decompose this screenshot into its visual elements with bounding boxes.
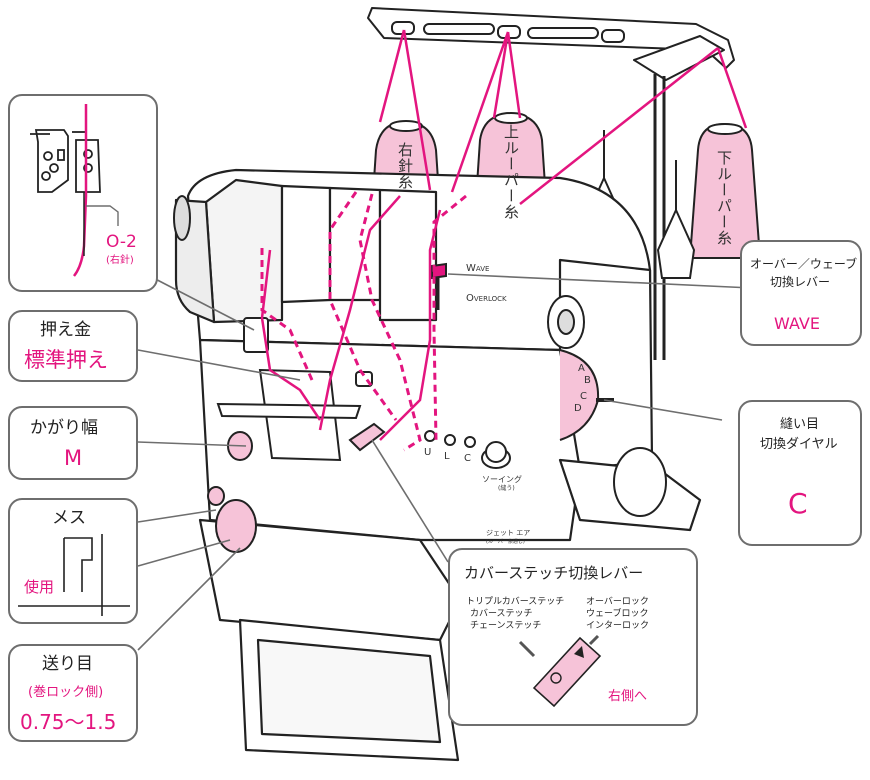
overlock-wave-title-1: オーバー／ウェーブ bbox=[750, 257, 858, 271]
stitch-width-title: かがり幅 bbox=[30, 418, 98, 438]
stitch-width-callout: かがり幅 M bbox=[8, 406, 138, 480]
needle-callout: O-2 (右針) bbox=[8, 94, 158, 292]
cover-stitch-right-2: ウェーブロック bbox=[586, 609, 649, 619]
knife-diagram bbox=[18, 534, 130, 616]
presser-foot-callout: 押え金 標準押え bbox=[8, 310, 138, 382]
spool-label-right-needle: 右針糸 bbox=[396, 142, 414, 190]
dial-label-b: B bbox=[584, 375, 591, 386]
cover-stitch-title: カバーステッチ切換レバー bbox=[464, 564, 644, 582]
dial-label-d: D bbox=[574, 403, 582, 414]
guide-label-l: L bbox=[444, 451, 450, 462]
cover-stitch-lever-diagram bbox=[518, 634, 602, 708]
feed-value: 0.75〜1.5 bbox=[20, 710, 117, 734]
presser-foot-value: 標準押え bbox=[24, 348, 108, 372]
jet-air-label: ジェット エア bbox=[486, 529, 531, 537]
cover-stitch-left-2: カバーステッチ bbox=[470, 609, 533, 619]
feed-sub: (巻ロック側) bbox=[28, 685, 104, 700]
guide-label-u: U bbox=[424, 447, 432, 458]
feed-title: 送り目 bbox=[42, 654, 93, 674]
leader-lines bbox=[137, 269, 753, 651]
overlock-label: Overlock bbox=[466, 293, 507, 304]
overlock-wave-title-2: 切換レバー bbox=[770, 275, 831, 289]
thread-dashed-paths bbox=[260, 191, 467, 452]
needle-position: (右針) bbox=[106, 255, 134, 266]
wave-label: Wave bbox=[466, 263, 490, 274]
stitch-width-value: M bbox=[64, 446, 83, 470]
stitch-selector-value: C bbox=[788, 487, 808, 520]
sewing-position-label: ソーイング bbox=[482, 475, 522, 484]
knife-callout: メス 使用 bbox=[8, 498, 138, 624]
knife-value: 使用 bbox=[24, 578, 55, 596]
stitch-selector-title-2: 切換ダイヤル bbox=[760, 437, 838, 452]
thread-stand bbox=[367, 7, 735, 360]
dial-label-a: A bbox=[578, 363, 585, 374]
dial-label-c: C bbox=[580, 391, 587, 402]
needle-id: O-2 bbox=[106, 232, 137, 252]
thread-guide-circles bbox=[424, 430, 507, 463]
feed-callout: 送り目 (巻ロック側) 0.75〜1.5 bbox=[8, 644, 138, 742]
knife-title: メス bbox=[52, 508, 86, 528]
cover-stitch-right-1: オーバーロック bbox=[586, 597, 649, 607]
presser-foot-title: 押え金 bbox=[40, 320, 91, 340]
overlock-wave-callout: オーバー／ウェーブ 切換レバー WAVE bbox=[740, 240, 862, 346]
jet-air-sub: (ルーパー糸通し) bbox=[486, 539, 525, 545]
spool-label-lower-looper: 下ルーパー糸 bbox=[715, 150, 733, 246]
sewing-position-sub: (縫う) bbox=[498, 485, 515, 492]
cover-stitch-action: 右側へ bbox=[608, 689, 648, 704]
needle-area bbox=[216, 317, 373, 462]
guide-label-c: C bbox=[464, 453, 471, 464]
thread-paths bbox=[260, 29, 748, 441]
stitch-selector-callout: 縫い目 切換ダイヤル C bbox=[738, 400, 862, 546]
cover-stitch-left-1: トリプルカバーステッチ bbox=[466, 597, 565, 607]
cover-stitch-left-3: チェーンステッチ bbox=[470, 621, 542, 631]
overlock-wave-value: WAVE bbox=[774, 314, 820, 333]
cover-stitch-callout: カバーステッチ切換レバー トリプルカバーステッチ カバーステッチ チェーンステッ… bbox=[448, 548, 698, 726]
needle-detail-drawing bbox=[30, 104, 119, 277]
stitch-selector-title-1: 縫い目 bbox=[780, 417, 820, 432]
cover-stitch-lever-machine bbox=[348, 422, 386, 452]
spool-lower-looper bbox=[688, 122, 762, 259]
cover-stitch-right-3: インターロック bbox=[586, 621, 650, 631]
spool-label-upper-looper: 上ルーパー糸 bbox=[502, 124, 520, 220]
